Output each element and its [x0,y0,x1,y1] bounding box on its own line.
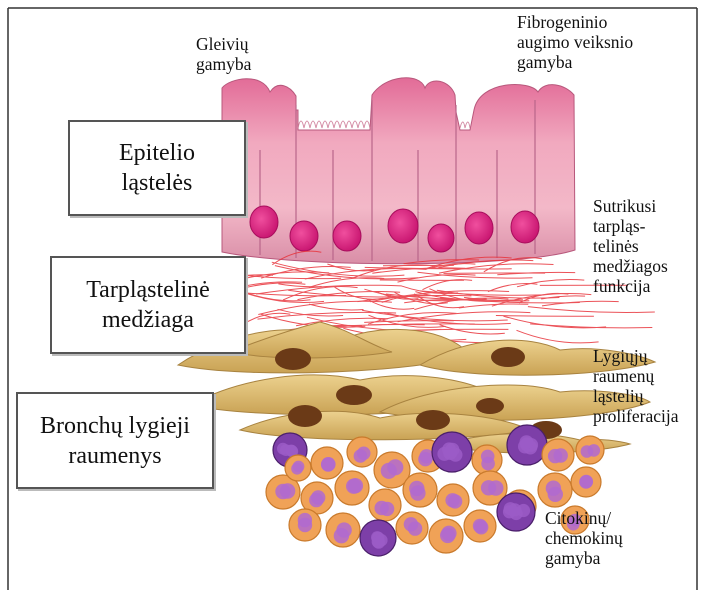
epithelium-box: Epitelio ląstelės [68,120,246,216]
matrix-fiber [528,307,655,313]
smooth-muscle-layer [178,322,655,453]
matrix-fiber [496,316,594,317]
matrix-box: Tarpląstelinė medžiaga [50,256,246,354]
cell-nucleus-lobe [441,526,456,541]
cell-nucleus-lobe [488,480,503,495]
muscle-box: Bronchų lygieji raumenys [16,392,214,489]
cell-nucleus-lobe [546,481,561,496]
cell-nucleus-lobe [380,502,394,516]
cell-nucleus-lobe [334,528,349,543]
cell-nucleus-lobe [548,449,562,463]
cell-nucleus-lobe [291,463,303,475]
cell-nucleus-lobe [581,445,594,458]
cell-nucleus-lobe [375,534,388,547]
cell-nucleus-lobe [579,475,593,489]
matrix-fiber [423,280,473,290]
cell-nucleus-lobe [309,493,323,507]
smooth-muscle-proliferation-label: Lygiųjų raumenų ląstelių proliferacija [593,346,679,426]
cell-nucleus-lobe [404,517,418,531]
cell-nucleus-lobe [346,479,361,494]
muscle-cells [178,322,655,453]
cytokine-production-label: Citokinų/ chemokinų gamyba [545,508,623,568]
fibrogenic-growth-factor-label: Fibrogeninio augimo veiksnio gamyba [517,12,633,72]
matrix-fiber [309,304,364,310]
cell-nucleus-lobe [520,435,534,449]
matrix-fibers [215,251,655,343]
mucus-production-label: Gleivių gamyba [196,34,251,74]
matrix-dysfunction-label: Sutrikusi tarpląs- telinės medžiagos fun… [593,196,668,296]
cell-nucleus-lobe [280,483,295,498]
matrix-fiber [241,313,290,325]
cell-nucleus-lobe [387,459,403,475]
matrix-fiber [542,301,619,306]
cell-nucleus-lobe [298,518,312,532]
cell-nucleus-lobe [354,449,368,463]
cell-nucleus-lobe [481,457,495,471]
matrix-fiber [541,296,585,299]
matrix-fiber [503,316,606,328]
cell-nucleus-lobe [508,503,521,516]
cell-nucleus-lobe [321,457,335,471]
epithelium-layer [222,78,575,264]
cell-nucleus-lobe [410,485,425,500]
cell-nucleus-lobe [474,520,488,534]
cell-nucleus-lobe [445,493,459,507]
cell-nucleus-lobe [285,445,297,457]
cell-nucleus-lobe [443,446,457,460]
